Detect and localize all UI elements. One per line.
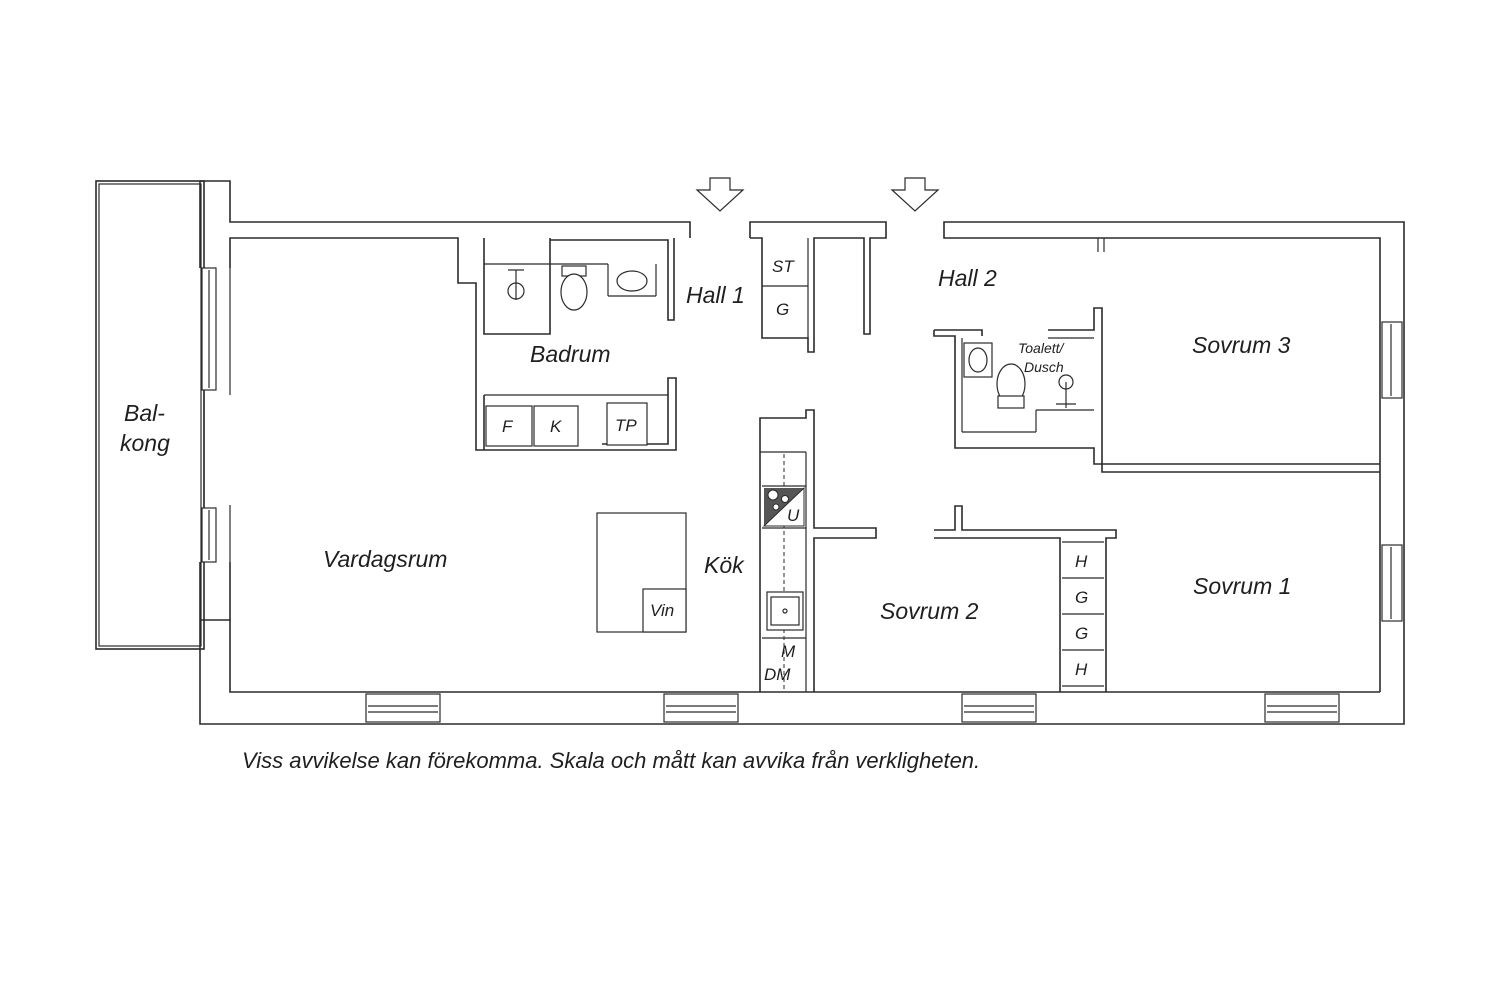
hall1-label: Hall 1: [686, 282, 745, 308]
entrance-arrow-icon: [695, 177, 745, 212]
toilet-room-shower-icon: [1056, 374, 1076, 408]
bedroom3-label: Sovrum 3: [1192, 332, 1291, 358]
shower-icon: [507, 269, 525, 300]
bedroom1-label: Sovrum 1: [1193, 573, 1291, 599]
toilet-room-sink-icon: [963, 342, 993, 378]
disclaimer-text: Viss avvikelse kan förekomma. Skala och …: [242, 748, 980, 773]
toilet-label-line1: Toalett/: [1018, 340, 1066, 356]
bedroom2-label: Sovrum 2: [880, 598, 979, 624]
bedroom-walls: [934, 238, 1117, 692]
hall1-closets: [749, 221, 887, 353]
shelf-label: H: [1075, 552, 1088, 571]
microwave-label: M: [781, 642, 796, 661]
balcony-label-line1: Bal-: [124, 400, 165, 426]
toilet-icon: [560, 265, 588, 311]
entrance-arrow-icon: [890, 177, 940, 212]
balcony-label-line2: kong: [120, 430, 170, 456]
kitchen: [596, 409, 877, 692]
outer-walls: [199, 180, 1405, 725]
dishwasher-label: DM: [764, 665, 791, 684]
living-room-label: Vardagsrum: [323, 546, 447, 572]
freezer-label: K: [550, 417, 562, 436]
wardrobe-label: G: [776, 300, 789, 319]
sink-icon: [616, 270, 648, 292]
toilet-room: [933, 307, 1380, 473]
kitchen-sink-icon: [766, 591, 804, 631]
hall2-label: Hall 2: [938, 265, 997, 291]
storage-label: ST: [772, 257, 795, 276]
dryer-label: TP: [615, 416, 637, 435]
fridge-label: F: [502, 417, 514, 436]
kitchen-label: Kök: [704, 552, 745, 578]
toilet-label-line2: Dusch: [1024, 359, 1064, 375]
wine-label: Vin: [650, 601, 674, 620]
stove-icon: [762, 486, 805, 527]
bathroom-label: Badrum: [530, 341, 611, 367]
shelf-label: H: [1075, 660, 1088, 679]
wardrobe-label: G: [1075, 588, 1088, 607]
toilet-room-toilet-icon: [996, 363, 1026, 409]
bathroom-walls: [483, 238, 677, 451]
wardrobe-label: G: [1075, 624, 1088, 643]
oven-label: U: [787, 506, 800, 525]
